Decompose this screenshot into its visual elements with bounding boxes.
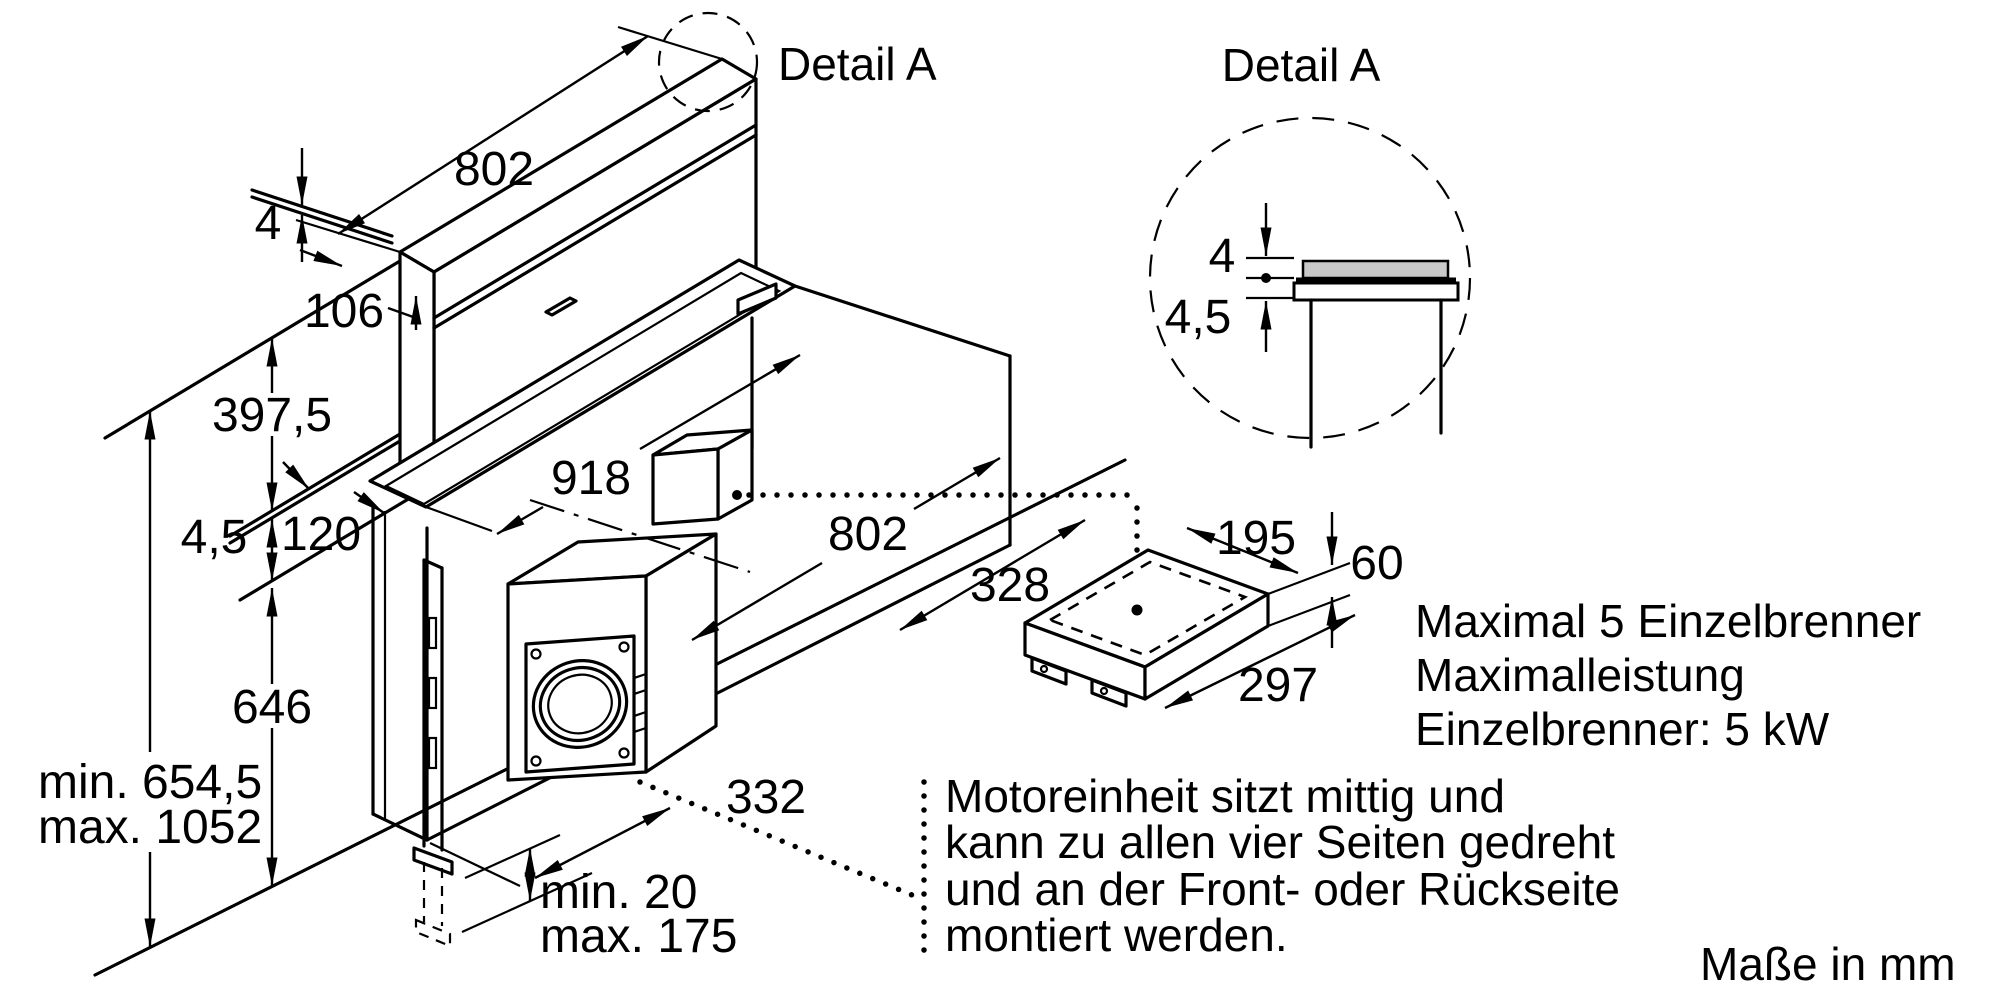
ext-918-left	[425, 505, 493, 533]
rail-slot-1	[427, 616, 438, 650]
plate-clip-2	[632, 710, 648, 734]
dim-195: 195	[1216, 512, 1296, 565]
dim-802-top: 802	[454, 143, 534, 196]
motor-note-line-4: montiert werden.	[945, 909, 1288, 961]
detail-a-title: Detail A	[1222, 39, 1381, 91]
cabinet-left-bottom	[371, 812, 429, 842]
deck-right-edge	[793, 284, 1012, 358]
dim-rail-max: max. 175	[540, 910, 737, 963]
rail-foot	[412, 846, 454, 876]
dim-4-5: 4,5	[181, 511, 248, 564]
dim-120-pointer	[353, 491, 385, 514]
burner-note-line-1: Maximal 5 Einzelbrenner	[1415, 595, 1921, 647]
detail-a-callout-label: Detail A	[778, 38, 937, 90]
dotted-leaders	[637, 490, 1140, 961]
detail-a-view: Detail A 4 4,5	[1148, 39, 1472, 449]
ext-332	[429, 842, 521, 887]
dim-328-line	[899, 518, 1086, 632]
plate-screw-4	[530, 755, 542, 767]
hanger-bracket	[736, 282, 778, 316]
plate-screw-3	[618, 747, 630, 759]
duct-box-front	[651, 447, 720, 526]
wall-edge-line	[103, 247, 422, 440]
hood-latch	[544, 296, 578, 317]
plate-screw-2	[618, 641, 630, 653]
cutout-frame-inner	[383, 271, 782, 506]
dim-328: 328	[970, 559, 1050, 612]
detail-dim-4-5: 4,5	[1165, 291, 1232, 344]
motor-note-line-1: Motoreinheit sitzt mittig und	[945, 770, 1505, 822]
ext-802-right	[617, 25, 723, 61]
motor-note-line-2: kann zu allen vier Seiten gedreht	[945, 816, 1615, 868]
dim-195-line	[1186, 526, 1299, 575]
ext-rail-top	[464, 833, 561, 880]
dim-646: 646	[232, 681, 312, 734]
dim-45-pointer	[282, 461, 310, 490]
dim-height-min: min. 654,5	[38, 756, 262, 809]
rail-top	[422, 558, 444, 570]
center-dashdot-line	[529, 498, 751, 574]
motor-duct-plate	[524, 634, 636, 774]
dim-4-pointer	[299, 248, 343, 268]
dim-802-top-line	[337, 34, 649, 236]
notes: Maximal 5 Einzelbrenner Maximalleistung …	[945, 595, 1956, 990]
detail-a-marker-circle	[657, 11, 759, 113]
glass-edge-lower	[228, 439, 402, 545]
ext-60-top	[1267, 561, 1351, 596]
detail-dim-dot	[1261, 273, 1271, 283]
dim-802-mid: 802	[828, 508, 908, 561]
dim-918: 918	[551, 452, 631, 505]
main-view: Detail A	[93, 11, 1127, 977]
rail-extension-dashed	[414, 862, 452, 948]
units-note: Maße in mm	[1700, 938, 1956, 990]
conn-tab-2	[1090, 678, 1128, 708]
detail-a-circle	[1148, 116, 1472, 440]
dim-height-max: max. 1052	[38, 801, 262, 854]
motor-note-line-3: und an der Front- oder Rückseite	[945, 863, 1620, 915]
dim-4-worktop: 4	[255, 197, 282, 250]
dim-802mid-seg2	[913, 456, 1001, 511]
plate-screw-1	[530, 648, 542, 660]
dim-60: 60	[1350, 537, 1403, 590]
connection-box-view: 328 195 60 297	[899, 512, 1404, 712]
detail-dim-4: 4	[1209, 230, 1236, 283]
conn-box-inner-dashed	[1046, 560, 1249, 657]
dim-120: 120	[281, 508, 361, 561]
conn-tab-hole-2	[1099, 686, 1109, 696]
dim-802mid-seg1	[691, 561, 823, 642]
worktop-edge-lower	[250, 195, 394, 245]
glass-edge-upper	[228, 432, 402, 538]
dim-106: 106	[304, 285, 384, 338]
duct-flange-rings	[531, 659, 629, 749]
burner-note-line-3: Einzelbrenner: 5 kW	[1415, 703, 1830, 755]
dim-297-line	[1164, 613, 1356, 710]
conn-tab-hole-1	[1039, 664, 1049, 674]
detail-glass-strip	[1301, 259, 1450, 280]
main-dimensions: 802 4 106 397,5 4,5 120 646 min. 654,5 m…	[38, 25, 1001, 963]
dim-918-seg1	[496, 505, 544, 536]
plate-clip-1	[632, 672, 648, 696]
dim-rail-min: min. 20	[540, 866, 697, 919]
leader-start-dot	[732, 490, 742, 500]
detail-worktop-bar	[1292, 281, 1460, 302]
dim-332-line	[534, 806, 671, 880]
rail-slot-3	[427, 736, 438, 770]
rail-slot-2	[427, 676, 438, 710]
dim-918-seg2	[639, 353, 801, 451]
ext-rail-bottom	[461, 871, 593, 934]
conn-center-dot	[1131, 604, 1143, 616]
ext-60-bottom	[1267, 593, 1351, 628]
burner-note-line-2: Maximalleistung	[1415, 649, 1745, 701]
ext-802-left	[295, 218, 401, 254]
dim-332: 332	[726, 771, 806, 824]
dim-397-5: 397,5	[212, 389, 332, 442]
motor-box-right	[644, 532, 718, 774]
dim-297: 297	[1238, 659, 1318, 712]
conn-tab-1	[1030, 656, 1068, 686]
